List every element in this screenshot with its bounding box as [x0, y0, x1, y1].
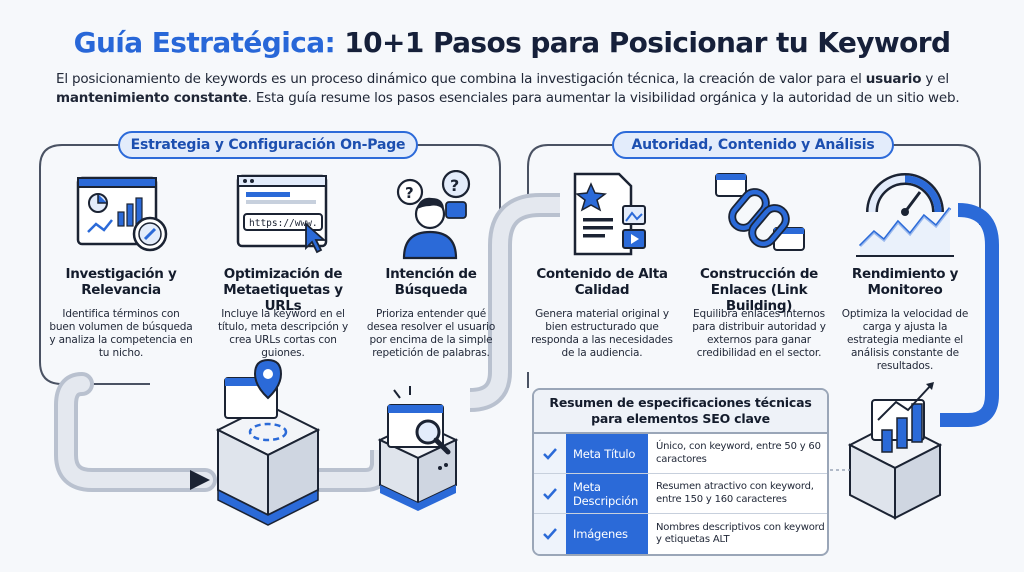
- step-intent: ? ? Intención de Búsqueda Prioriza enten…: [362, 170, 500, 370]
- step-metatags-title: Optimización de Metaetiquetas y URLs: [223, 266, 343, 314]
- step-research-title: Investigación y Relevancia: [65, 266, 177, 298]
- search-browser-cube: [377, 386, 459, 511]
- map-pin-cube: [215, 358, 321, 526]
- table-row: Meta Descripción Resumen atractivo con k…: [534, 474, 827, 514]
- chain-link-icon: [715, 173, 805, 251]
- step-monitoring: Rendimiento y Monitoreo Optimiza la velo…: [836, 170, 974, 372]
- step-monitoring-title: Rendimiento y Monitoreo: [851, 266, 959, 298]
- browser-url-text: https://www.: [249, 218, 318, 229]
- intro-paragraph: El posicionamiento de keywords es un pro…: [56, 70, 976, 108]
- checkmark-icon: [534, 434, 566, 473]
- quality-content-icon: [573, 172, 646, 256]
- row-value: Nombres descriptivos con keyword y etiqu…: [656, 521, 825, 546]
- step-intent-desc: Prioriza entender qué desea resolver el …: [366, 308, 496, 359]
- step-metatags: https://www. Optimización de Metaetiquet…: [206, 170, 360, 370]
- row-label: Imágenes: [566, 514, 648, 554]
- intro-text-2: y el: [921, 71, 949, 87]
- step-content: Contenido de Alta Calidad Genera materia…: [528, 170, 676, 370]
- browser-url-icon: https://www.: [236, 174, 328, 254]
- intro-bold-2: mantenimiento constante: [56, 90, 248, 106]
- page-title: Guía Estratégica: 10+1 Pasos para Posici…: [0, 26, 1024, 59]
- growth-chart-cube: [847, 382, 943, 520]
- checkmark-icon: [534, 514, 566, 554]
- analytics-dashboard-icon: [76, 176, 168, 252]
- step-intent-title: Intención de Búsqueda: [385, 266, 477, 298]
- step-metatags-desc: Incluye la keyword en el título, meta de…: [217, 308, 349, 359]
- title-rest: 10+1 Pasos para Posicionar tu Keyword: [344, 26, 951, 59]
- intro-text-3: . Esta guía resume los pasos esenciales …: [247, 90, 960, 106]
- step-content-title: Contenido de Alta Calidad: [536, 266, 668, 298]
- table-row: Meta Título Único, con keyword, entre 50…: [534, 434, 827, 474]
- step-research: Investigación y Relevancia Identifica té…: [48, 170, 194, 370]
- checkmark-icon: [534, 474, 566, 513]
- gauge-chart-icon: [856, 173, 954, 257]
- row-value: Único, con keyword, entre 50 y 60 caract…: [656, 441, 821, 465]
- row-label: Meta Título: [566, 434, 648, 473]
- step-link-building-title: Construcción de Enlaces (Link Building): [699, 266, 819, 314]
- section-pill-authority: Autoridad, Contenido y Análisis: [612, 131, 894, 159]
- intro-text-1: El posicionamiento de keywords es un pro…: [56, 71, 866, 87]
- thinking-person-icon: ? ?: [396, 170, 471, 260]
- step-research-desc: Identifica términos con buen volumen de …: [49, 308, 193, 359]
- row-label: Meta Descripción: [566, 474, 648, 513]
- section-pill-onpage: Estrategia y Configuración On-Page: [118, 131, 418, 159]
- intro-bold-1: usuario: [865, 71, 922, 87]
- step-monitoring-desc: Optimiza la velocidad de carga y ajusta …: [841, 308, 969, 372]
- table-row: Imágenes Nombres descriptivos con keywor…: [534, 514, 827, 554]
- svg-text:?: ?: [450, 176, 459, 195]
- row-value: Resumen atractivo con keyword, entre 150…: [656, 481, 814, 505]
- svg-text:?: ?: [405, 184, 414, 202]
- step-content-desc: Genera material original y bien estructu…: [531, 308, 673, 359]
- flow-pipe-left: [54, 372, 217, 492]
- step-link-building-desc: Equilibra enlaces internos para distribu…: [692, 308, 826, 359]
- summary-title: Resumen de especificaciones técnicas par…: [534, 390, 827, 434]
- title-accent: Guía Estratégica:: [73, 26, 336, 59]
- seo-summary-table: Resumen de especificaciones técnicas par…: [532, 388, 829, 556]
- flow-pipe-right: [940, 203, 999, 427]
- step-link-building: Construcción de Enlaces (Link Building) …: [680, 170, 838, 370]
